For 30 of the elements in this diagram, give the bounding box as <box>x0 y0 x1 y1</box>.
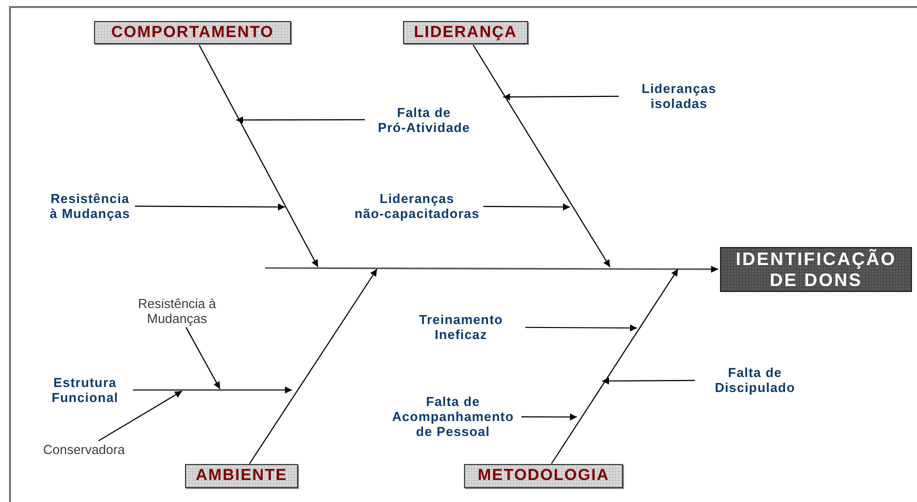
bone-arrow <box>198 44 318 268</box>
arrow <box>236 116 365 124</box>
category-box: AMBIENTE <box>185 464 298 488</box>
bone-arrow <box>551 268 678 464</box>
arrow <box>134 203 285 210</box>
arrow <box>186 327 220 390</box>
arrow <box>521 413 577 420</box>
category-box: METODOLOGIA <box>464 464 623 488</box>
sub-cause-label: Conservadora <box>28 441 140 458</box>
cause-label: Falta de Pró-Atividade <box>366 104 482 135</box>
arrow <box>483 203 570 210</box>
cause-label: Estrutura Funcional <box>38 374 132 406</box>
spine-arrow <box>265 266 718 273</box>
arrow <box>503 93 619 100</box>
arrow <box>602 377 695 384</box>
cause-label: Lideranças isoladas <box>620 80 738 112</box>
category-box: COMPORTAMENTO <box>94 21 291 44</box>
cause-label: Treinamento Ineficaz <box>398 311 524 343</box>
cause-label: Falta de Acompanhamento de Pessoal <box>386 393 520 440</box>
effect-box: IDENTIFICAÇÃO DE DONS <box>720 247 912 292</box>
category-box: LIDERANÇA <box>403 21 528 44</box>
sub-cause-label: Resistência à Mudanças <box>118 295 236 327</box>
arrow <box>132 386 292 394</box>
bone-arrow <box>472 44 610 268</box>
arrow <box>525 324 637 332</box>
arrow <box>98 390 182 442</box>
cause-label: Resistência à Mudanças <box>46 190 134 222</box>
cause-label: Falta de Discipulado <box>696 364 814 396</box>
cause-label: Lideranças não-capacitadoras <box>352 190 482 222</box>
bone-arrow <box>249 268 378 464</box>
